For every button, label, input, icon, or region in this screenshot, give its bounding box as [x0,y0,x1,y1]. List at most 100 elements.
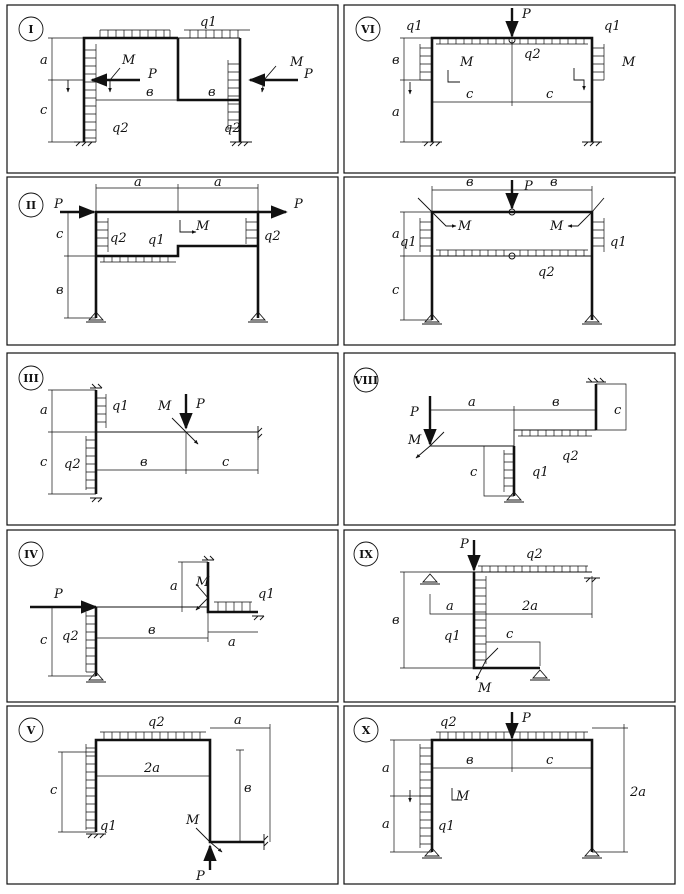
roller-support [90,383,103,389]
pin-support [422,313,442,325]
moment-arrow [179,220,197,234]
roller-support [584,577,600,583]
fixed-support [582,141,602,147]
moment-arrow [195,827,223,853]
dimension-label: c [56,227,64,242]
cell-borders [6,4,676,885]
dimension-line [432,40,592,106]
dimension-line [429,576,593,618]
load-label: q2 [112,121,129,136]
moment-label: M [621,55,636,70]
dimension-label: a [40,403,48,418]
dimension-label: c [392,283,400,298]
frame-member [430,210,594,320]
load-label: q2 [524,47,541,62]
dimension-line [592,724,628,853]
dimension-label: в [552,395,560,410]
distributed-load [84,29,250,142]
scheme-number-circle [353,367,379,393]
scheme-6: VI P q1 q1 q2 M M в a c c [355,7,636,147]
scheme-number-circle [18,16,44,42]
load-label: q1 [444,629,461,644]
scheme-numeral: VI [360,23,375,36]
dimension-label: c [40,455,48,470]
fixed-support [86,833,106,839]
dimension-label: a [446,599,454,614]
dimension-line [48,606,96,677]
dimension-line [96,600,209,642]
pin-support [86,671,106,683]
fixed-support [263,834,269,850]
pin-support [582,847,602,859]
dimension-label: c [506,627,514,642]
fixed-support [586,377,606,383]
moment-label: M [289,55,304,70]
fixed-support [230,141,252,147]
scheme-2: II P P a a c в M q1 q2 q2 [18,175,303,323]
dimension-line [483,446,514,497]
load-label: q2 [526,547,543,562]
dimension-label: a [382,761,390,776]
moment-label: M [459,55,474,70]
roller-support [90,497,103,503]
dimension-label: a [392,105,400,120]
scheme-numeral: II [26,199,36,212]
distributed-load [503,430,592,492]
moment-arrow [417,197,457,228]
dimension-line [400,571,474,669]
moment-arrow [108,67,121,93]
force-label: P [523,179,533,194]
frame-member [96,244,258,258]
force-label: P [303,67,313,82]
pin-support [582,313,602,325]
dimension-label: c [546,753,554,768]
load-label: q1 [532,465,549,480]
scheme-numeral: V [26,724,36,737]
force-label: P [53,587,63,602]
moment-arrow [475,647,499,681]
pin-support [420,573,440,585]
moment-label: M [457,219,472,234]
load-label: q1 [406,19,423,34]
dimension-line [48,37,84,143]
load-label: q1 [610,235,627,250]
moment-label: M [549,219,564,234]
dimension-line [430,406,596,430]
scheme-4: IV P c q2 в a a M q1 [18,541,275,683]
load-label: q2 [148,715,165,730]
force-label: P [521,711,531,726]
scheme-numeral: I [28,23,33,36]
pin-support [248,311,268,323]
dimension-line [486,641,541,666]
roller-support [202,555,215,561]
force-label: P [293,197,303,212]
frame-member [206,562,258,614]
scheme-numeral: IX [359,548,373,561]
scheme-number-circle [18,541,44,567]
moment-label: M [121,53,136,68]
dimension-line [390,739,432,853]
dimension-label: c [222,455,230,470]
dimension-label: a [40,53,48,68]
dimension-label: a [468,395,476,410]
dimension-label: a [134,175,142,190]
dimension-label: в [148,623,156,638]
moment-arrow [573,68,586,91]
force-label: P [459,537,469,552]
dimension-line [48,389,96,495]
load-label: q1 [400,235,417,250]
dimension-label: в [244,781,252,796]
frame-member [94,738,264,844]
dimension-label: в [466,175,474,190]
distributed-load [85,731,206,830]
load-label: q1 [438,819,455,834]
load-label: q1 [258,587,275,602]
dimension-label: c [50,783,58,798]
force-label: P [195,397,205,412]
scheme-1: I q1 q2 q2 M M P P a c в в [18,15,313,147]
load-label: q1 [604,19,621,34]
dimension-label: 2a [629,785,646,800]
dimension-line [58,751,96,833]
scheme-8: VIII P M a в c c q2 q1 [353,367,627,503]
